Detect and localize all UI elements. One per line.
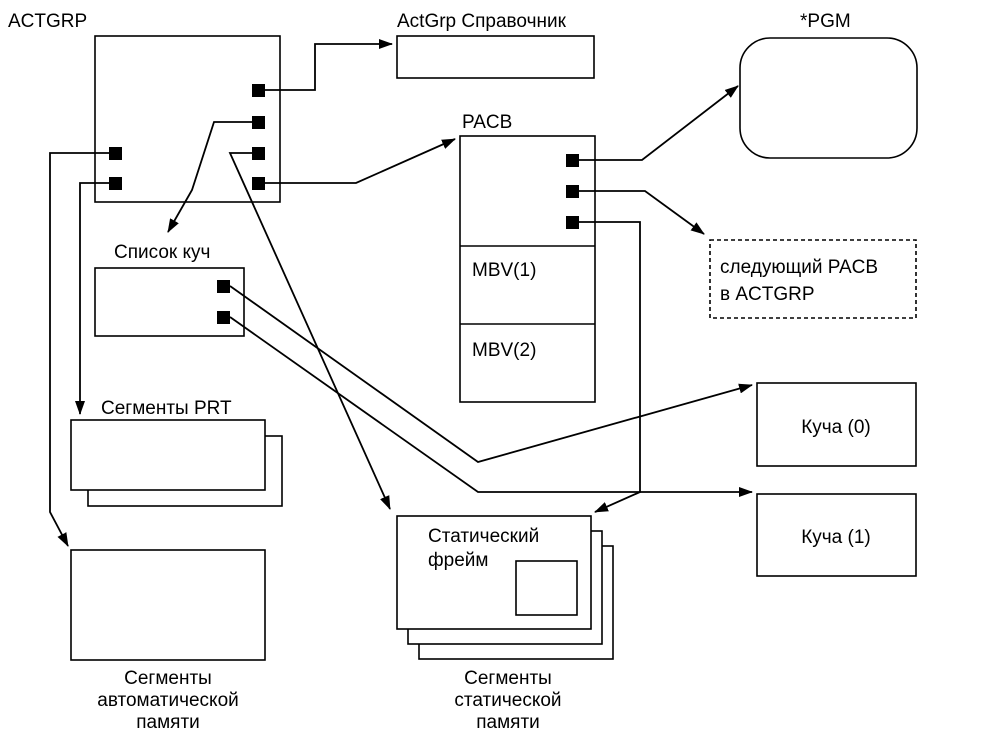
- actgrp-port-directory: [252, 84, 265, 97]
- mbv1-label: MBV(1): [472, 260, 536, 281]
- pgm-box: [739, 37, 918, 159]
- static-frame-line-2: фрейм: [428, 550, 488, 571]
- pacb-port-static: [566, 216, 579, 229]
- actgrp-port-static: [252, 147, 265, 160]
- next-pacb-line-2: в ACTGRP: [720, 284, 815, 305]
- arrow-pacb-to-static: [579, 221, 641, 513]
- arrow-actgrp-to-directory: [265, 39, 393, 91]
- auto-segments-line-1: Сегменты: [124, 668, 212, 689]
- auto-segments-line-2: автоматической: [97, 690, 239, 711]
- heap1-label: Куча (1): [801, 527, 871, 548]
- heap-list-port-1: [217, 311, 230, 324]
- actgrp-directory-box: [396, 35, 595, 79]
- prt-segments-label: Сегменты PRT: [101, 398, 232, 419]
- auto-segments-line-3: памяти: [136, 712, 200, 733]
- heap-list-box: [94, 267, 245, 337]
- heap0-box: [756, 382, 917, 467]
- arrow-actgrp-to-heaplist: [167, 121, 252, 233]
- pacb-label: PACB: [462, 112, 512, 133]
- heap1-box: [756, 493, 917, 577]
- pacb-port-pgm: [566, 154, 579, 167]
- arrow-pacb-to-pgm: [579, 85, 739, 161]
- heap-list-port-0: [217, 280, 230, 293]
- arrow-pacb-to-next: [579, 190, 705, 235]
- arrow-actgrp-to-prt: [75, 182, 109, 415]
- pgm-label: *PGM: [800, 11, 851, 32]
- next-pacb-box: [709, 239, 917, 319]
- static-segments-line-3: памяти: [476, 712, 540, 733]
- heap0-label: Куча (0): [801, 417, 871, 438]
- pacb-port-next: [566, 185, 579, 198]
- next-pacb-line-1: следующий PACB: [720, 257, 878, 278]
- static-frame-line-1: Статический: [428, 526, 539, 547]
- static-frame-inner-box: [515, 560, 578, 616]
- mbv2-label: MBV(2): [472, 340, 536, 361]
- actgrp-port-auto: [109, 147, 122, 160]
- static-segments-line-2: статической: [454, 690, 561, 711]
- arrow-actgrp-to-static: [228, 152, 391, 510]
- actgrp-label: ACTGRP: [8, 11, 87, 32]
- actgrp-port-prt: [109, 177, 122, 190]
- arrow-heaplist-to-heap1: [229, 316, 753, 497]
- arrow-actgrp-to-pacb: [265, 138, 456, 184]
- actgrp-box: [94, 35, 281, 203]
- prt-segment-front: [70, 419, 266, 491]
- heap-list-label: Список куч: [114, 242, 210, 263]
- actgrp-directory-label: ActGrp Справочник: [397, 11, 567, 32]
- actgrp-port-heaplist: [252, 116, 265, 129]
- actgrp-port-pacb: [252, 177, 265, 190]
- arrow-actgrp-to-auto: [49, 152, 109, 547]
- auto-segments-box: [70, 549, 266, 661]
- arrow-heaplist-to-heap0: [229, 285, 753, 463]
- pacb-box: [459, 135, 596, 403]
- static-segments-line-1: Сегменты: [464, 668, 552, 689]
